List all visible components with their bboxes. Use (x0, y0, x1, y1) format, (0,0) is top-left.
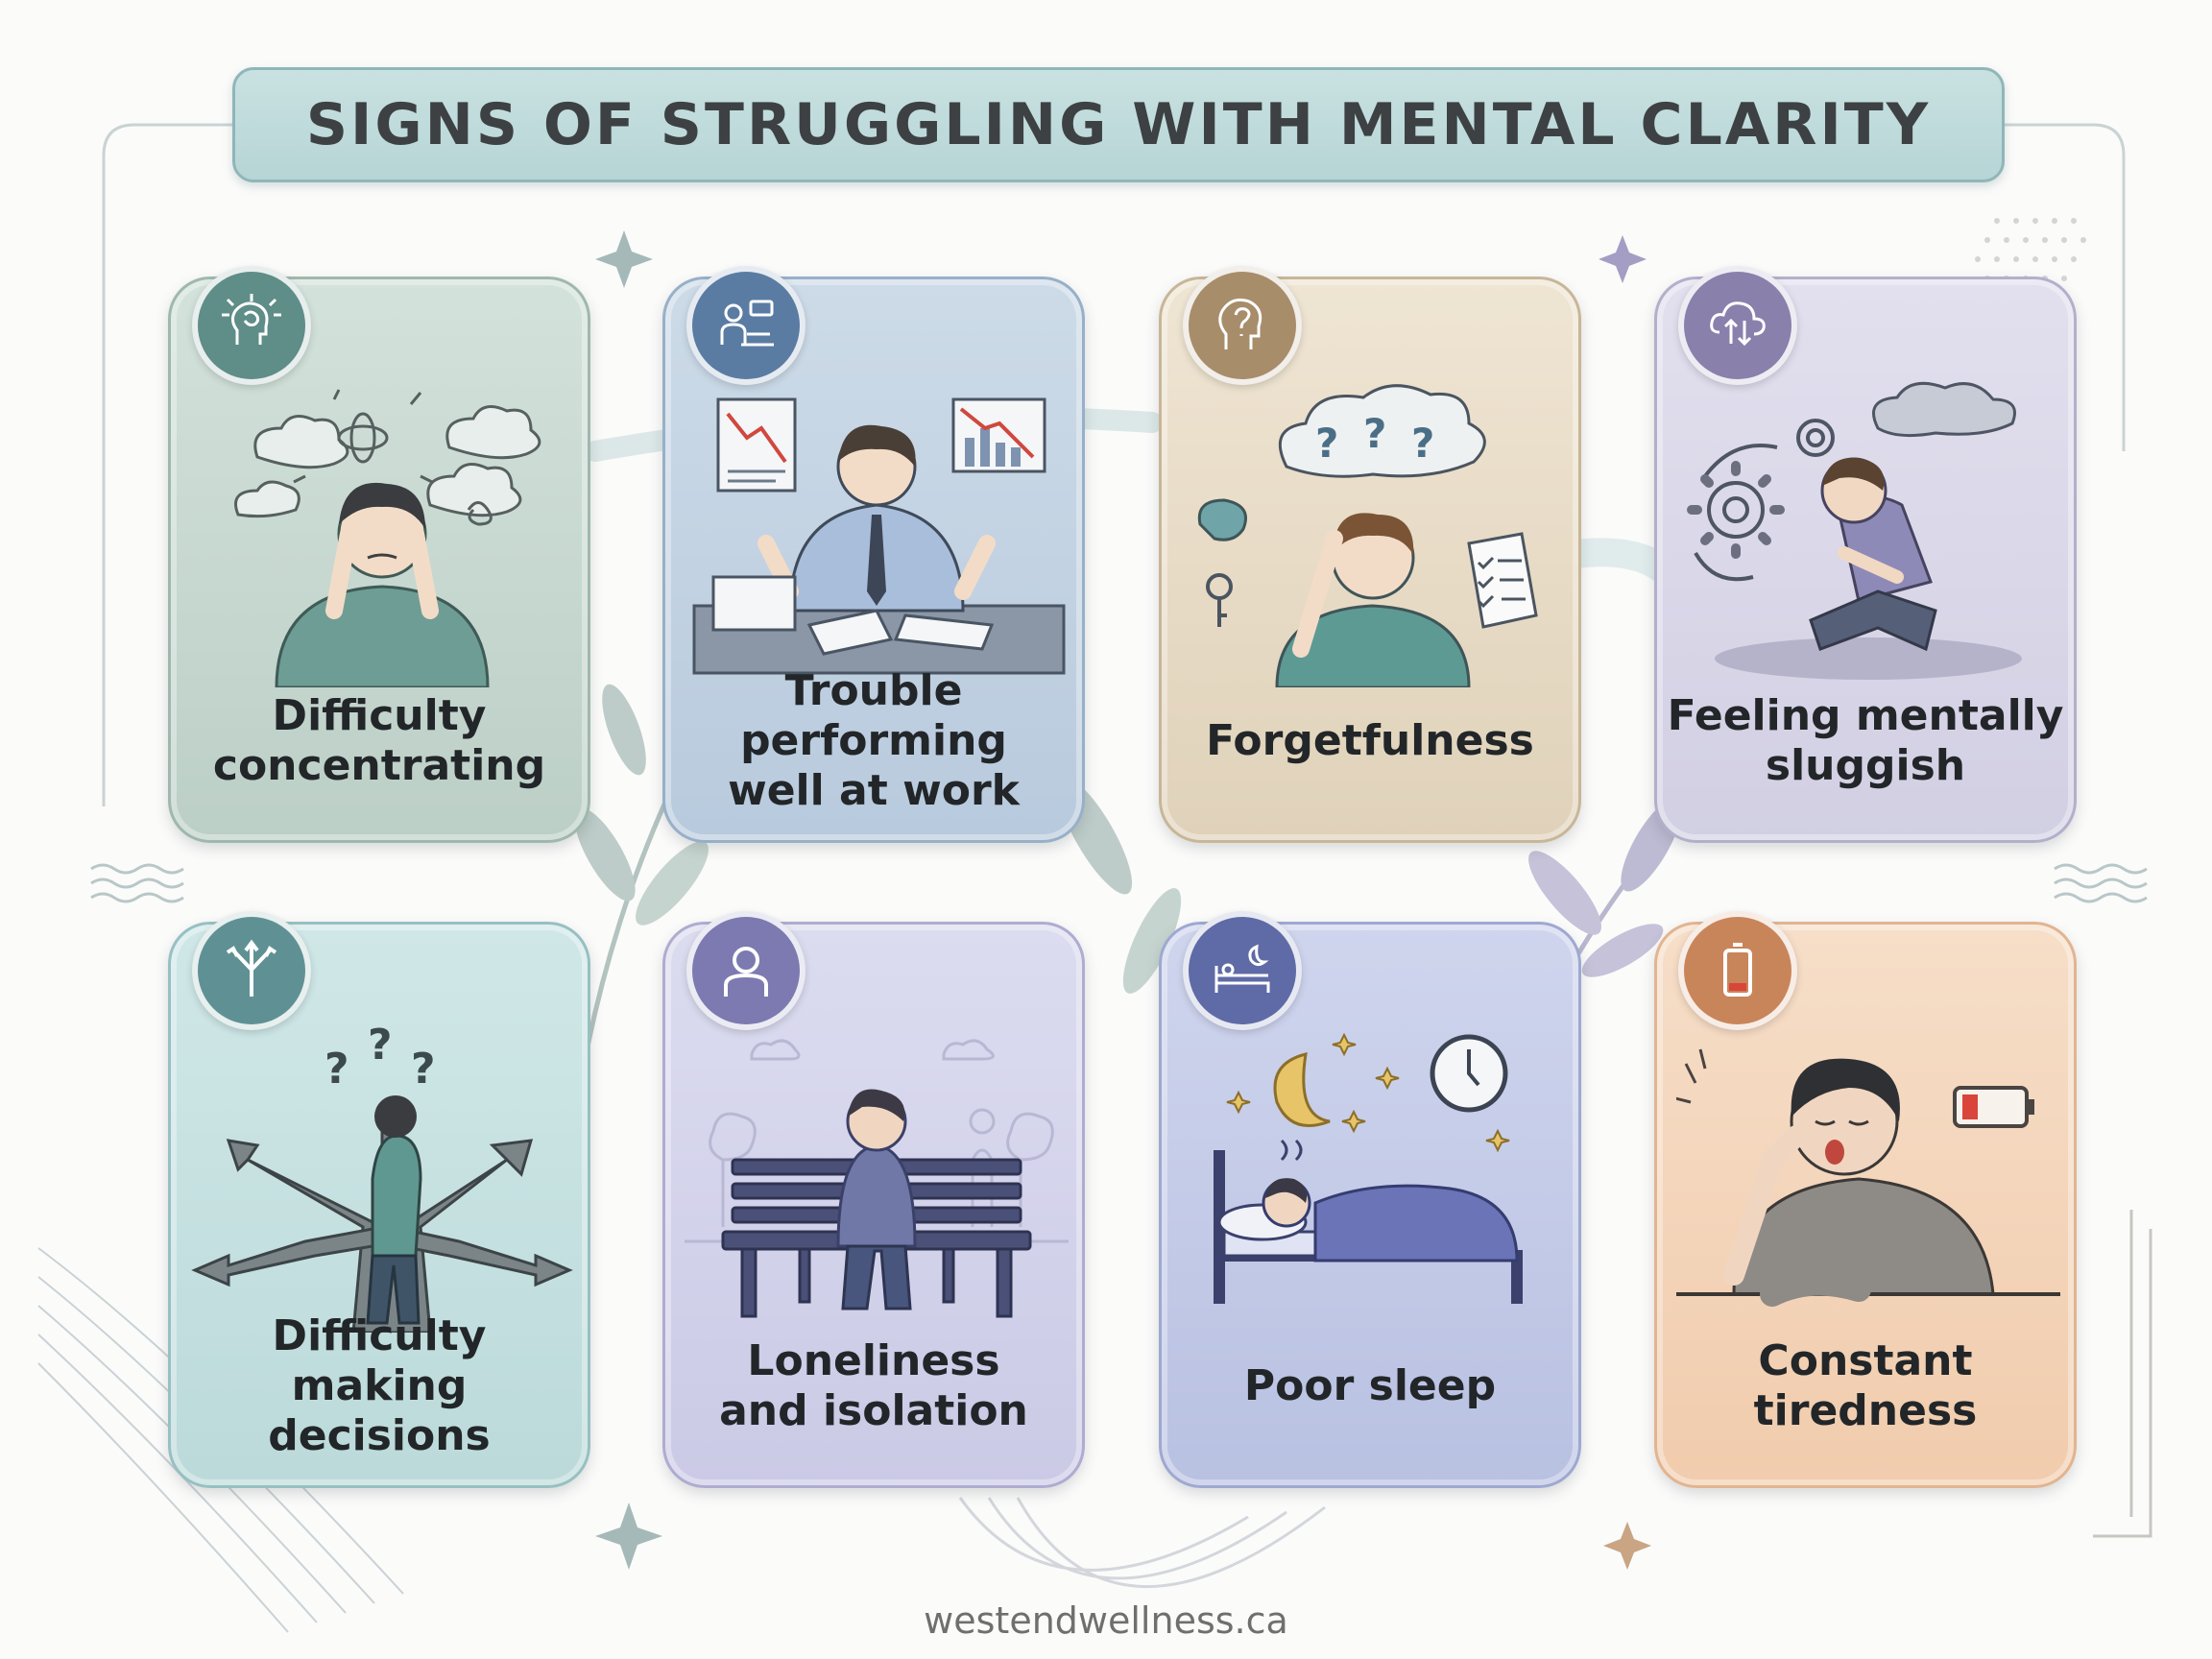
decisions-illustration: ??? (191, 1021, 573, 1333)
card-label: Trouble performing well at work (728, 666, 1020, 815)
person-icon (686, 911, 805, 1030)
poor-sleep-illustration (1214, 1032, 1523, 1304)
card-forgetfulness: ??? Forgetfulness (1159, 266, 1581, 843)
card-poor-sleep: Poor sleep (1159, 911, 1581, 1488)
split-arrows-icon (192, 911, 311, 1030)
cloud-sync-icon (1678, 266, 1797, 385)
card-label: Forgetfulness (1206, 716, 1534, 765)
svg-text:?: ? (1411, 420, 1434, 467)
tiredness-illustration (1676, 1048, 2060, 1307)
forgetfulness-illustration: ??? (1197, 384, 1538, 687)
bed-moon-icon (1183, 911, 1302, 1030)
card-label: Difficulty concentrating (212, 691, 546, 790)
loneliness-illustration (685, 1039, 1069, 1318)
card-label: Feeling mentally sluggish (1667, 691, 2064, 790)
card-trouble-at-work: Trouble performing well at work (662, 266, 1085, 843)
head-question-icon (1183, 266, 1302, 385)
card-label: Constant tiredness (1753, 1336, 1978, 1435)
card-label: Difficulty making decisions (268, 1311, 491, 1460)
card-making-decisions: ??? Difficulty making decisions (168, 911, 590, 1488)
card-label: Poor sleep (1243, 1361, 1497, 1410)
sluggish-illustration (1687, 381, 2022, 680)
footer-website: westendwellness.ca (924, 1599, 1288, 1642)
svg-text:?: ? (1315, 420, 1338, 467)
svg-text:?: ? (325, 1045, 349, 1094)
card-label: Loneliness and isolation (719, 1336, 1028, 1435)
card-loneliness: Loneliness and isolation (662, 911, 1085, 1488)
brain-stress-icon (192, 266, 311, 385)
concentrating-illustration (234, 389, 541, 687)
svg-text:?: ? (368, 1021, 393, 1070)
svg-text:?: ? (411, 1045, 436, 1094)
title-banner: SIGNS OF STRUGGLING WITH MENTAL CLARITY (232, 67, 2005, 182)
card-difficulty-concentrating: Difficulty concentrating (168, 266, 590, 843)
svg-text:?: ? (1363, 410, 1386, 457)
card-constant-tiredness: Constant tiredness (1654, 911, 2077, 1488)
page-title: SIGNS OF STRUGGLING WITH MENTAL CLARITY (305, 91, 1932, 158)
work-illustration (692, 397, 1066, 675)
low-battery-icon (1678, 911, 1797, 1030)
card-mentally-sluggish: Feeling mentally sluggish (1654, 266, 2077, 843)
presentation-icon (686, 266, 805, 385)
